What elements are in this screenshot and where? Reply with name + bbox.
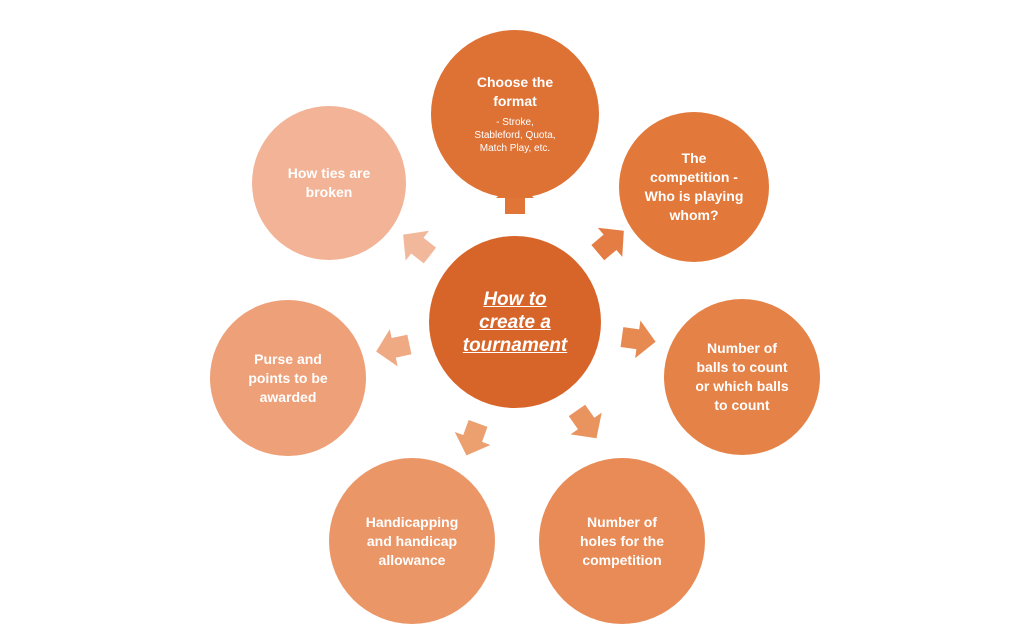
node-label: Purse and points to be awarded [248,350,328,405]
arrow-to-competition [591,227,624,261]
node-label: How ties are broken [287,165,371,200]
arrow-to-ties [403,230,437,264]
node-handicapping: Handicapping and handicap allowance [329,458,495,624]
center-label: How to create a tournament [462,288,568,356]
node-competition: The competition - Who is playing whom? [619,112,769,262]
node-balls-to-count: Number of balls to count or which balls … [664,299,820,455]
node-label: Number of balls to count or which balls … [695,340,789,413]
node-label: Number of holes for the competition [579,513,664,568]
node-holes: Number of holes for the competition [539,458,705,624]
node-label: The competition - Who is playing whom? [644,150,744,223]
node-ties-broken: How ties are broken [252,106,406,260]
node-label: Handicapping and handicap allowance [365,513,459,568]
node-label: Choose the format [476,74,554,109]
arrow-to-balls [620,320,656,359]
node-choose-format: Choose the format - Stroke, Stableford, … [431,30,599,198]
arrow-to-handicap [454,420,491,456]
arrow-to-purse [376,329,412,367]
arrow-to-holes [568,404,602,439]
center-node: How to create a tournament [429,236,601,408]
node-sublabel: - Stroke, Stableford, Quota, Match Play,… [474,117,556,154]
node-purse-points: Purse and points to be awarded [210,300,366,456]
